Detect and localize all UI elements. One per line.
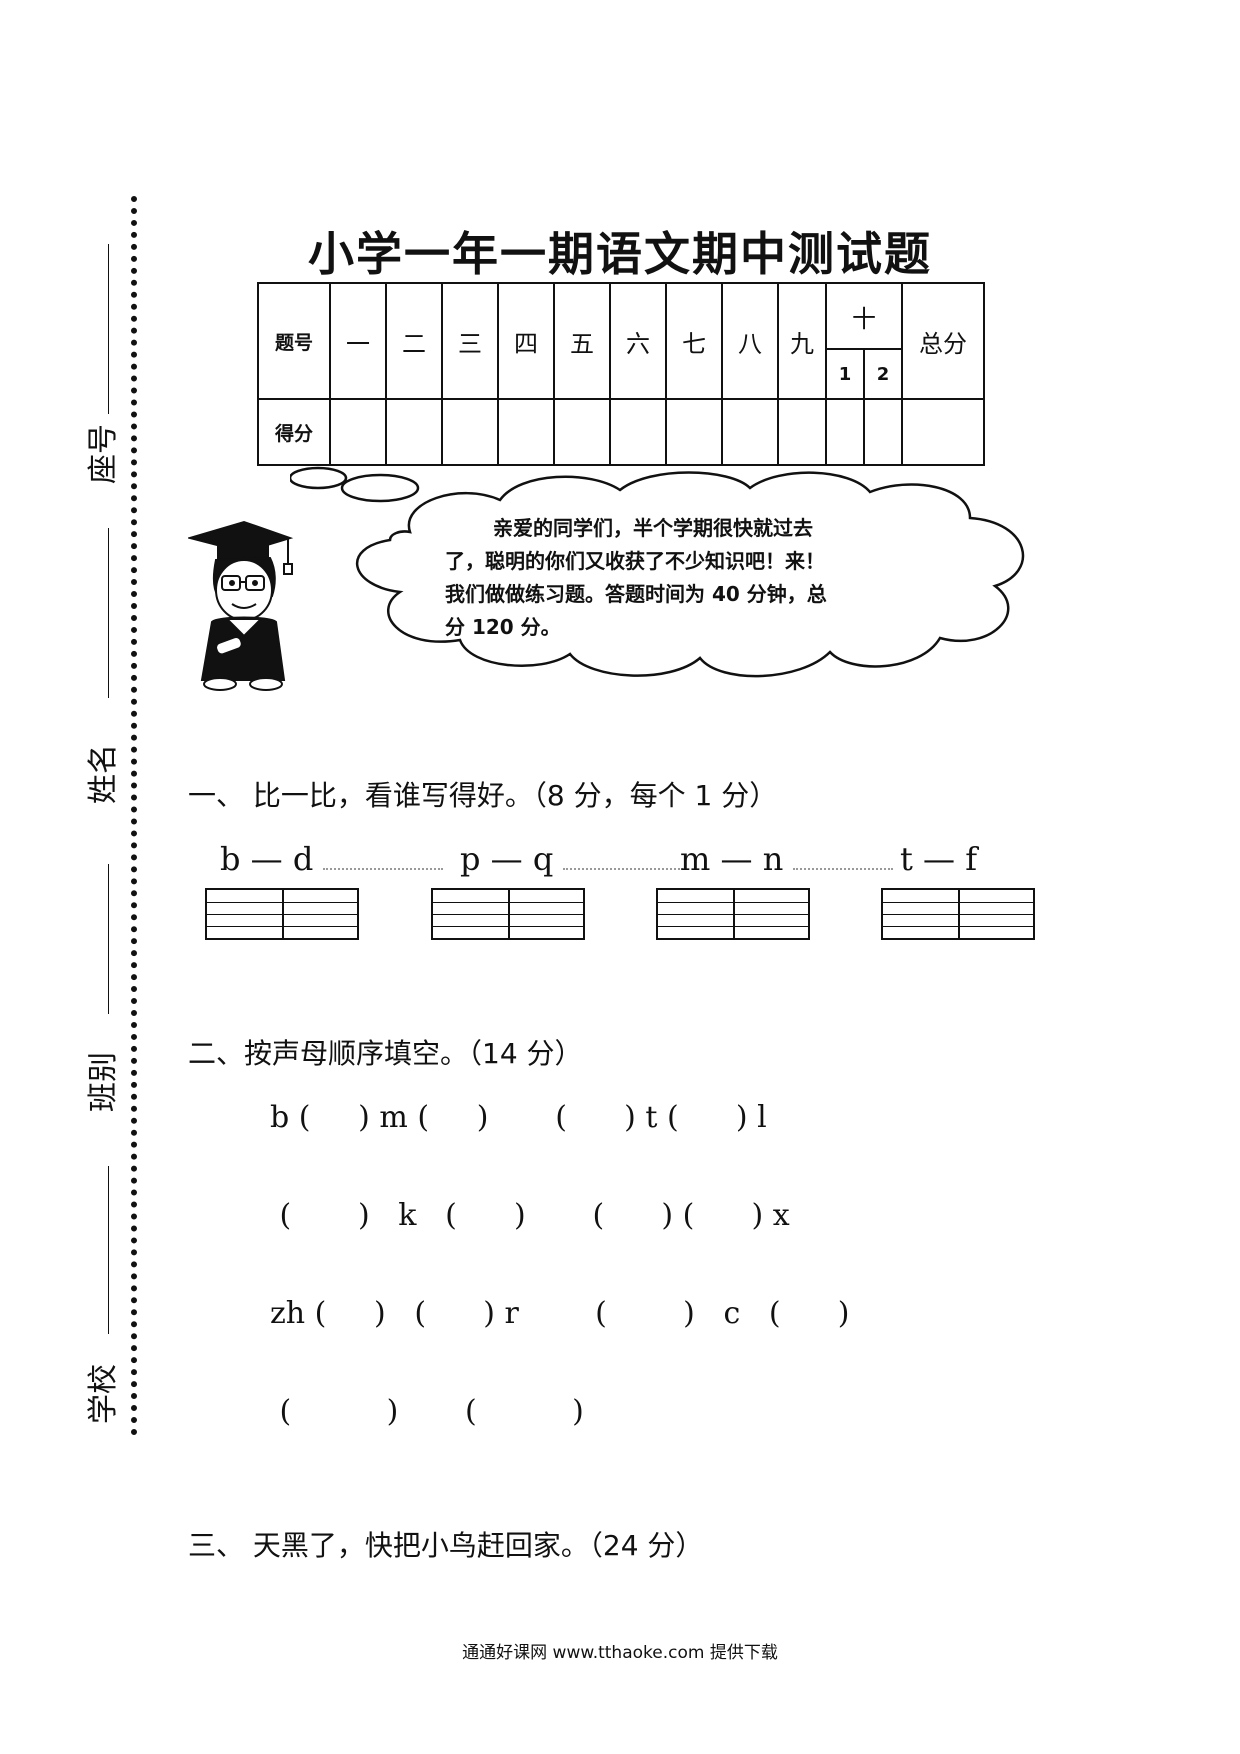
class-field[interactable]: 班别 (70, 864, 150, 1134)
graduate-cartoon-icon (188, 520, 294, 691)
score-cell[interactable] (385, 398, 443, 466)
grid-line (658, 902, 808, 903)
score-cell[interactable] (863, 398, 903, 466)
grid-line (883, 914, 1033, 915)
col-3: 三 (441, 282, 499, 400)
score-cell[interactable] (609, 398, 667, 466)
class-label: 班别 (86, 1052, 121, 1112)
fill-row-2[interactable]: ( ) k ( ) ( ) ( ) x (270, 1198, 790, 1233)
grid-line (207, 902, 357, 903)
grid-line (883, 926, 1033, 927)
score-cell[interactable] (497, 398, 555, 466)
score-cell[interactable] (721, 398, 779, 466)
school-line (108, 1166, 109, 1334)
binding-dotted-line (131, 196, 137, 1436)
col-9: 九 (777, 282, 827, 400)
col-5: 五 (553, 282, 611, 400)
intro-line-4: 分 120 分。 (445, 615, 561, 639)
col-1: 一 (329, 282, 387, 400)
score-cell[interactable] (329, 398, 387, 466)
dotted-separator (793, 868, 894, 870)
col-8: 八 (721, 282, 779, 400)
fill-row-1[interactable]: b ( ) m ( ) ( ) t ( ) l (270, 1100, 767, 1135)
row-label-question: 题号 (257, 282, 331, 400)
col-10-sub-2: 2 (863, 348, 903, 400)
writing-grid[interactable] (881, 888, 1035, 940)
score-cell[interactable] (441, 398, 499, 466)
school-field[interactable]: 学校 (70, 1166, 150, 1436)
fill-row-3[interactable]: zh ( ) ( ) r ( ) c ( ) (270, 1296, 850, 1331)
name-field[interactable]: 姓名 (70, 528, 150, 804)
pair-m-n-text: m — n (680, 840, 784, 878)
seat-number-label: 座号 (86, 424, 121, 484)
pair-p-q-text: p — q (460, 840, 554, 878)
grid-line (207, 926, 357, 927)
footer-credit: 通通好课网 www.tthaoke.com 提供下载 (462, 1643, 778, 1663)
fill-row-4[interactable]: ( ) ( ) (270, 1394, 584, 1429)
pair-t-f: t — f (900, 840, 977, 878)
seat-number-line (108, 244, 109, 414)
score-cell[interactable] (553, 398, 611, 466)
section-2-heading: 二、按声母顺序填空。（14 分） (188, 1037, 583, 1070)
class-line (108, 864, 109, 1014)
dotted-separator (563, 868, 684, 870)
col-7: 七 (665, 282, 723, 400)
writing-grid[interactable] (205, 888, 359, 940)
grid-line (433, 914, 583, 915)
grid-line (433, 926, 583, 927)
score-cell[interactable] (777, 398, 827, 466)
name-line (108, 528, 109, 698)
score-cell[interactable] (665, 398, 723, 466)
col-10-sub-1: 1 (825, 348, 865, 400)
pair-t-f-text: t — f (900, 840, 978, 878)
col-4: 四 (497, 282, 555, 400)
pair-b-d-text: b — d (220, 840, 314, 878)
seat-number-field[interactable]: 座号 (70, 244, 150, 514)
grid-line (433, 902, 583, 903)
intro-line-2: 了，聪明的你们又收获了不少知识吧！来！ (445, 549, 825, 573)
intro-line-1: 亲爱的同学们，半个学期很快就过去 (493, 516, 813, 540)
section-3-heading: 三、 天黑了，快把小鸟赶回家。（24 分） (188, 1529, 704, 1562)
intro-line-3: 我们做做练习题。答题时间为 40 分钟，总 (445, 582, 827, 606)
intro-message: 亲爱的同学们，半个学期很快就过去 了，聪明的你们又收获了不少知识吧！来！ 我们做… (445, 512, 895, 644)
section-1-heading: 一、 比一比，看谁写得好。（8 分，每个 1 分） (188, 779, 778, 812)
col-total: 总分 (901, 282, 985, 400)
pair-p-q: p — q (460, 840, 684, 878)
page-title: 小学一年一期语文期中测试题 (308, 227, 932, 281)
name-label: 姓名 (86, 744, 121, 804)
thought-bubble-small (290, 466, 348, 490)
grid-line (658, 914, 808, 915)
col-6: 六 (609, 282, 667, 400)
writing-grid[interactable] (431, 888, 585, 940)
score-cell[interactable] (901, 398, 985, 466)
pair-b-d: b — d (220, 840, 444, 878)
col-10: 十 (825, 282, 903, 350)
grid-line (658, 926, 808, 927)
school-label: 学校 (86, 1364, 121, 1424)
col-2: 二 (385, 282, 443, 400)
score-cell[interactable] (825, 398, 865, 466)
row-label-score: 得分 (257, 398, 331, 466)
grid-line (883, 902, 1033, 903)
thought-bubble-medium (340, 473, 420, 503)
thought-cloud (290, 466, 1025, 678)
grid-line (207, 914, 357, 915)
pair-m-n: m — n (680, 840, 894, 878)
writing-grid[interactable] (656, 888, 810, 940)
score-table: 题号 一 二 三 四 五 六 七 八 九 十 总分 1 2 得分 (257, 282, 985, 466)
dotted-separator (323, 868, 444, 870)
